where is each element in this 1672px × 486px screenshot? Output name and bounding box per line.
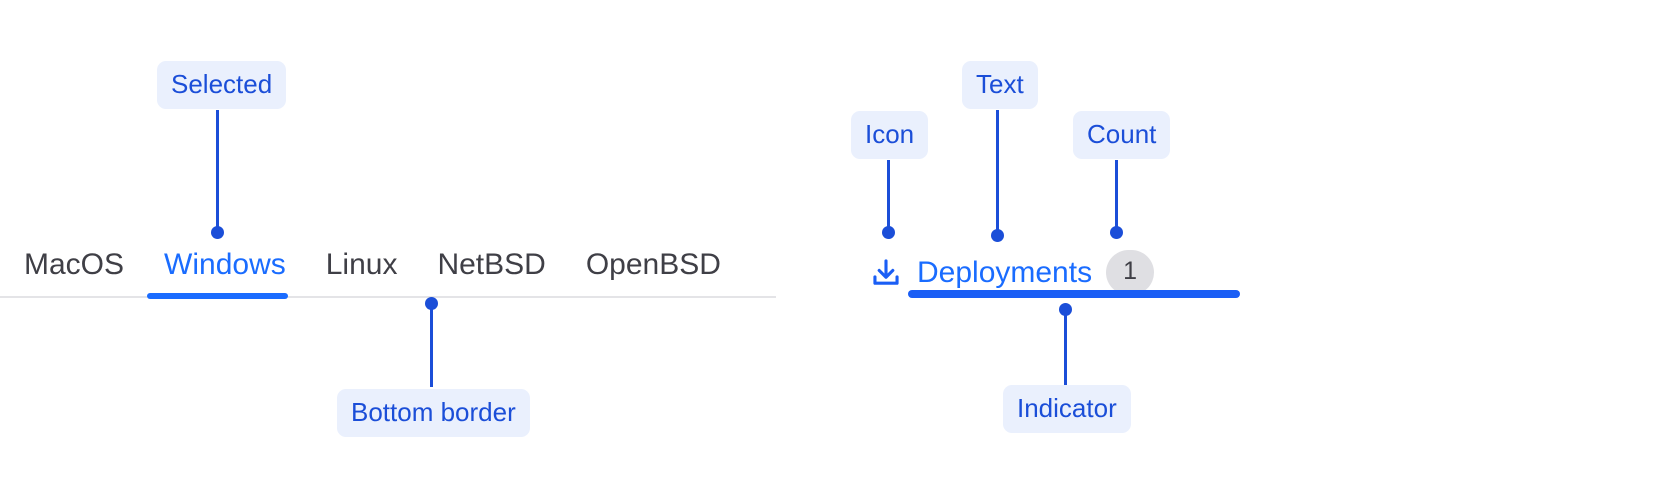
annotation-count-leader-line — [1115, 160, 1118, 232]
annotation-text-leader-line — [996, 110, 999, 232]
tab-windows-selected-indicator — [147, 293, 288, 299]
annotation-indicator-leader-line — [1064, 309, 1067, 385]
download-icon — [869, 256, 903, 290]
left-tabbar-bottom-rule — [0, 296, 776, 298]
annotation-indicator-label: Indicator — [1003, 385, 1131, 433]
annotation-bottom-border-label: Bottom border — [337, 389, 530, 437]
tab-deployments-selected-indicator — [908, 290, 1240, 298]
tab-deployments[interactable]: Deployments 1 — [869, 250, 1155, 295]
annotation-selected-leader-dot — [211, 226, 224, 239]
annotation-count-leader-dot — [1110, 226, 1123, 239]
annotation-icon-leader-dot — [882, 226, 895, 239]
tab-openbsd[interactable]: OpenBSD — [566, 250, 741, 280]
annotation-bottom-border-leader-line — [430, 303, 433, 387]
tab-deployments-count-badge: 1 — [1106, 250, 1155, 295]
tab-deployments-label: Deployments — [917, 255, 1093, 289]
annotation-count-label: Count — [1073, 111, 1171, 159]
tab-linux[interactable]: Linux — [306, 250, 418, 280]
annotation-selected-label: Selected — [157, 61, 287, 109]
tab-windows[interactable]: Windows — [144, 250, 306, 280]
tab-netbsd[interactable]: NetBSD — [417, 250, 565, 280]
annotation-text-leader-dot — [991, 229, 1004, 242]
annotation-icon-leader-line — [887, 160, 890, 232]
annotation-selected-leader-line — [216, 110, 219, 232]
annotation-text-label: Text — [962, 61, 1038, 109]
annotation-icon-label: Icon — [851, 111, 929, 159]
tab-macos[interactable]: MacOS — [4, 250, 144, 280]
left-tabbar: MacOS Windows Linux NetBSD OpenBSD — [4, 250, 741, 280]
